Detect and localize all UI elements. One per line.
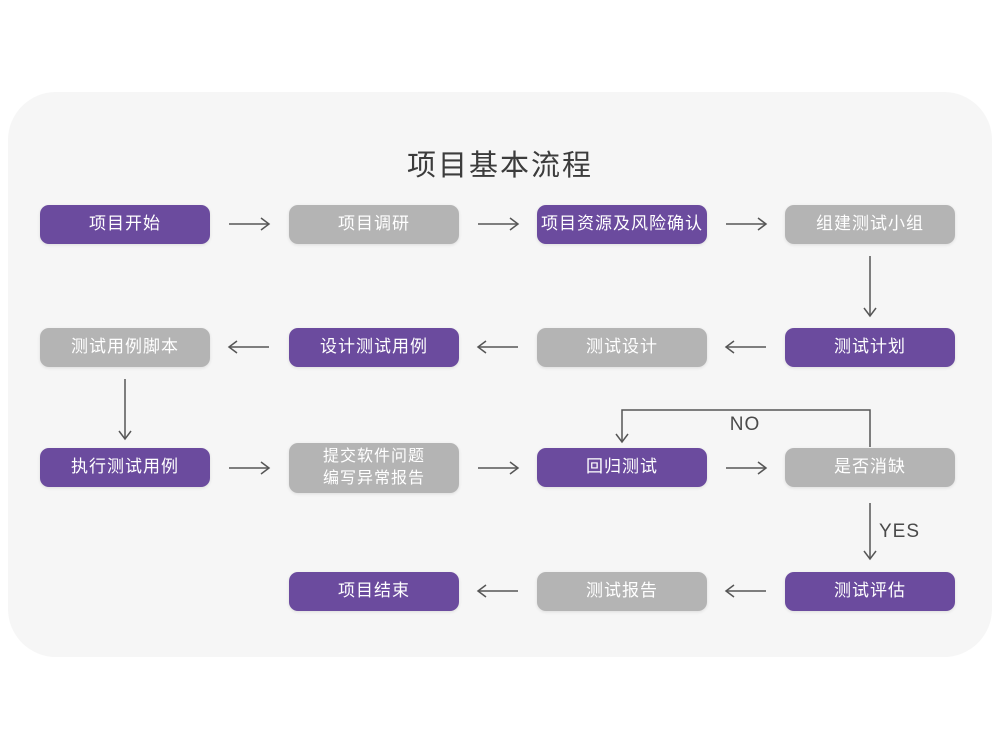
node-test-report: 测试报告: [537, 572, 707, 611]
arrow-start-to-research: [229, 217, 271, 231]
arrow-plan-to-design: [724, 340, 766, 354]
arrow-research-to-risk: [478, 217, 520, 231]
branch-label-no: NO: [729, 414, 761, 435]
node-resources-risk-confirm: 项目资源及风险确认: [537, 205, 707, 244]
branch-label-yes: YES: [879, 521, 921, 542]
node-test-case-scripts: 测试用例脚本: [40, 328, 210, 367]
arrow-team-to-plan: [863, 256, 877, 318]
node-defect-cleared-decision: 是否消缺: [785, 448, 955, 487]
node-execute-test-cases: 执行测试用例: [40, 448, 210, 487]
arrow-risk-to-team: [726, 217, 768, 231]
diagram-title: 项目基本流程: [406, 150, 593, 182]
node-project-end: 项目结束: [289, 572, 459, 611]
arrow-regression-to-decision: [726, 461, 768, 475]
node-build-test-team: 组建测试小组: [785, 205, 955, 244]
arrow-design-to-designcases: [476, 340, 518, 354]
node-test-design: 测试设计: [537, 328, 707, 367]
node-project-research: 项目调研: [289, 205, 459, 244]
arrow-submit-to-regression: [478, 461, 520, 475]
arrow-no-loop: [615, 409, 871, 447]
arrow-scripts-to-execute: [118, 379, 132, 441]
node-design-test-cases: 设计测试用例: [289, 328, 459, 367]
arrow-yes-to-evaluation: [863, 503, 877, 561]
node-project-start: 项目开始: [40, 205, 210, 244]
node-submit-issues-report: 提交软件问题 编写异常报告: [289, 443, 459, 493]
node-test-evaluation: 测试评估: [785, 572, 955, 611]
arrow-evaluation-to-report: [724, 584, 766, 598]
arrow-designcases-to-scripts: [227, 340, 269, 354]
node-regression-test: 回归测试: [537, 448, 707, 487]
arrow-report-to-end: [476, 584, 518, 598]
flowchart-card: [8, 92, 992, 657]
arrow-execute-to-submit: [229, 461, 271, 475]
node-test-plan: 测试计划: [785, 328, 955, 367]
